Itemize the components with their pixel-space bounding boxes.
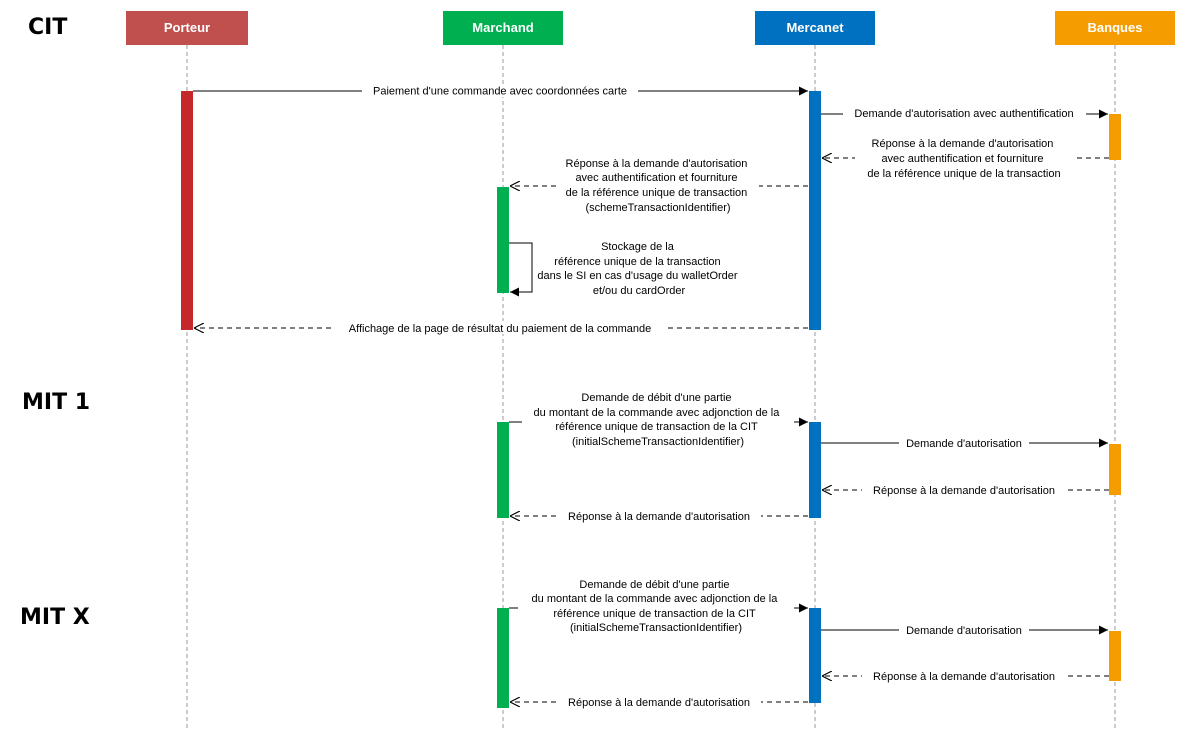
- message-label: Demande d'autorisation: [906, 625, 1022, 637]
- message-label-line: (initialSchemeTransactionIdentifier): [570, 622, 742, 634]
- message-label-line: avec authentification et fourniture: [575, 172, 737, 184]
- svg-text:Paiement d'une commande avec c: Paiement d'une commande avec coordonnées…: [373, 86, 627, 98]
- activation-porteur-cit: [181, 91, 193, 330]
- message-label-line: (schemeTransactionIdentifier): [585, 202, 730, 214]
- actor-marchand: Marchand: [443, 11, 563, 45]
- message-stockage: Stockage de la référence unique de la tr…: [509, 241, 740, 297]
- message-reponse-marchand-mitx: Réponse à la demande d'autorisation: [510, 695, 808, 709]
- message-reponse-banque-cit: Réponse à la demande d'autorisation avec…: [822, 136, 1109, 180]
- svg-text:Demande d'autorisation: Demande d'autorisation: [906, 438, 1022, 450]
- message-label: Réponse à la demande d'autorisation: [873, 671, 1055, 683]
- actor-label-mercanet: Mercanet: [786, 20, 844, 35]
- section-title-cit: CIT: [28, 15, 67, 40]
- svg-text:Affichage de la page de résult: Affichage de la page de résultat du paie…: [349, 323, 652, 335]
- message-label: Demande d'autorisation avec authentifica…: [854, 108, 1073, 120]
- message-label: Réponse à la demande d'autorisation: [568, 697, 750, 709]
- activation-marchand-mitx: [497, 608, 509, 708]
- actor-box-porteur: [126, 11, 248, 45]
- message-label-line: de la référence unique de transaction: [566, 187, 748, 199]
- message-demande-auth-mitx: Demande d'autorisation: [821, 623, 1108, 637]
- message-label-line: Demande de débit d'une partie: [579, 579, 729, 591]
- actor-label-banques: Banques: [1088, 20, 1143, 35]
- actor-mercanet: Mercanet: [755, 11, 875, 45]
- svg-text:Réponse à la demande d'autoris: Réponse à la demande d'autorisation avec…: [566, 158, 751, 214]
- activation-banques-mitx: [1109, 631, 1121, 681]
- activation-banques-mit1: [1109, 444, 1121, 495]
- message-label-line: référence unique de la transaction: [554, 256, 720, 268]
- activation-mercanet-mit1: [809, 422, 821, 518]
- message-label-line: et/ou du cardOrder: [593, 285, 686, 297]
- message-reponse-banque-mitx: Réponse à la demande d'autorisation: [822, 669, 1109, 683]
- svg-text:Réponse à la demande d'autoris: Réponse à la demande d'autorisation: [568, 511, 750, 523]
- svg-text:Stockage de la référence: Stockage de la référence unique de la tr…: [537, 241, 740, 297]
- message-demande-auth-mit1: Demande d'autorisation: [821, 436, 1108, 450]
- message-demande-auth-authentif: Demande d'autorisation avec authentifica…: [821, 106, 1108, 120]
- section-title-mit1: MIT 1: [22, 390, 90, 415]
- message-demande-debit-mitx: Demande de débit d'une partie du montant…: [509, 576, 808, 636]
- actor-banques: Banques: [1055, 11, 1175, 45]
- activation-marchand-cit: [497, 187, 509, 293]
- self-message-arrow: [509, 242, 533, 297]
- activation-banques-cit: [1109, 114, 1121, 160]
- message-label: Affichage de la page de résultat du paie…: [349, 323, 652, 335]
- section-title-mitx: MIT X: [20, 605, 90, 630]
- message-label: Réponse à la demande d'autorisation: [568, 511, 750, 523]
- message-affichage: Affichage de la page de résultat du paie…: [194, 321, 808, 335]
- message-paiement: Paiement d'une commande avec coordonnées…: [193, 84, 808, 98]
- svg-text:Réponse à la demande d'autoris: Réponse à la demande d'autorisation: [873, 485, 1055, 497]
- message-reponse-marchand-cit: Réponse à la demande d'autorisation avec…: [510, 156, 808, 214]
- message-label-line: (initialSchemeTransactionIdentifier): [572, 436, 744, 448]
- svg-text:Demande de débit d'une partie: Demande de débit d'une partie du montant…: [534, 392, 783, 448]
- actor-label-porteur: Porteur: [164, 20, 210, 35]
- activation-mercanet-mitx: [809, 608, 821, 703]
- message-label-line: Réponse à la demande d'autorisation: [872, 138, 1054, 150]
- svg-text:Demande d'autorisation avec au: Demande d'autorisation avec authentifica…: [854, 108, 1073, 120]
- message-demande-debit-mit1: Demande de débit d'une partie du montant…: [509, 390, 808, 450]
- message-label-line: du montant de la commande avec adjonctio…: [532, 593, 779, 605]
- message-label: Paiement d'une commande avec coordonnées…: [373, 86, 627, 98]
- message-label-line: Réponse à la demande d'autorisation: [566, 158, 748, 170]
- message-reponse-marchand-mit1: Réponse à la demande d'autorisation: [510, 509, 808, 523]
- actor-porteur: Porteur: [126, 11, 248, 45]
- message-label-line: Demande de débit d'une partie: [581, 392, 731, 404]
- message-label-line: référence unique de transaction de la CI…: [555, 421, 758, 433]
- message-label-line: Stockage de la: [601, 241, 675, 253]
- activation-mercanet-cit: [809, 91, 821, 330]
- message-label: Réponse à la demande d'autorisation: [873, 485, 1055, 497]
- actor-label-marchand: Marchand: [472, 20, 533, 35]
- message-label-line: référence unique de transaction de la CI…: [553, 608, 756, 620]
- message-label-line: avec authentification et fourniture: [881, 153, 1043, 165]
- svg-text:Demande de débit d'une partie: Demande de débit d'une partie du montant…: [532, 579, 781, 634]
- activations: [181, 91, 1121, 708]
- activation-marchand-mit1: [497, 422, 509, 518]
- actor-box-mercanet: [755, 11, 875, 45]
- svg-text:Réponse à la demande d'autoris: Réponse à la demande d'autorisation: [568, 697, 750, 709]
- message-label-line: dans le SI en cas d'usage du walletOrder: [537, 270, 738, 282]
- message-label: Demande d'autorisation: [906, 438, 1022, 450]
- svg-text:Réponse à la demande d'autoris: Réponse à la demande d'autorisation: [873, 671, 1055, 683]
- svg-text:Réponse à la demande d'autoris: Réponse à la demande d'autorisation avec…: [867, 138, 1060, 180]
- message-label-line: du montant de la commande avec adjonctio…: [534, 407, 781, 419]
- svg-text:Demande d'autorisation: Demande d'autorisation: [906, 625, 1022, 637]
- actor-box-banques: [1055, 11, 1175, 45]
- actor-box-marchand: [443, 11, 563, 45]
- message-label-line: de la référence unique de la transaction: [867, 168, 1060, 180]
- message-reponse-banque-mit1: Réponse à la demande d'autorisation: [822, 483, 1109, 497]
